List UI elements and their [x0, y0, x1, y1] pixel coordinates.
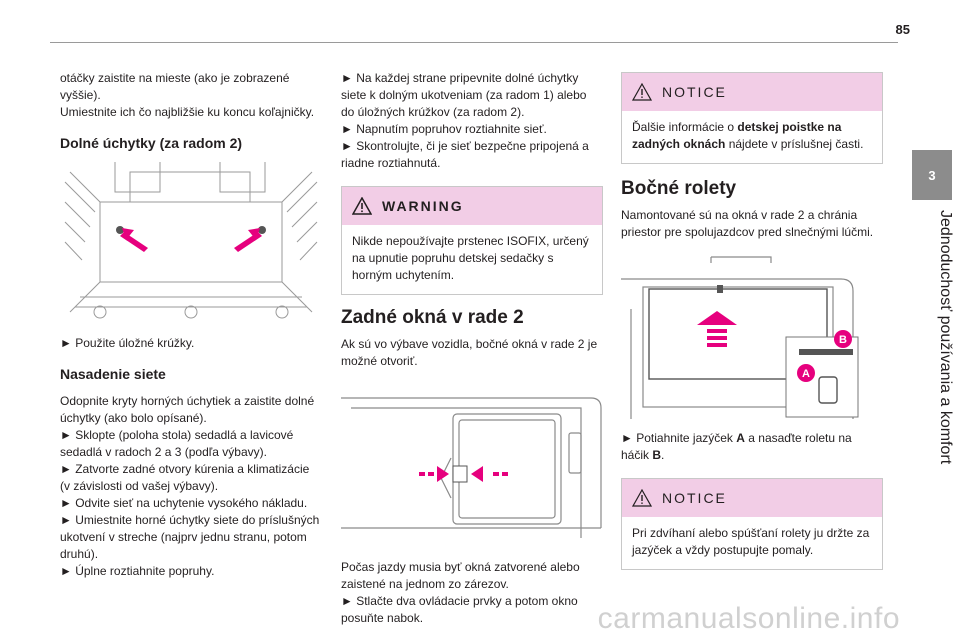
- notice-text: Pri zdvíhaní alebo spúšťaní rolety ju dr…: [632, 526, 870, 557]
- warning-title: WARNING: [382, 197, 464, 214]
- warning-box: WARNING Nikde nepoužívajte prstenec ISOF…: [341, 186, 603, 295]
- intro-text: Namontované sú na okná v rade 2 a chráni…: [621, 208, 874, 239]
- notice-text-part: nájdete v príslušnej časti.: [725, 137, 864, 151]
- warning-text: Nikde nepoužívajte prstenec ISOFIX, urče…: [352, 234, 589, 282]
- step-text: ► Zatvorte zadné otvory kúrenia a klimat…: [60, 462, 310, 493]
- notice-icon: [632, 489, 652, 507]
- section-heading: Bočné rolety: [621, 178, 737, 199]
- warning-icon: [352, 197, 372, 215]
- warning-header: WARNING: [342, 187, 602, 225]
- step-text: ► Napnutím popruhov roztiahnite sieť.: [341, 122, 547, 136]
- notice-bold-term: detskej poistke na zadných oknách: [632, 120, 842, 151]
- notice-box: NOTICE Ďalšie informácie o detskej poist…: [621, 72, 883, 164]
- body-text: Počas jazdy musia byť okná zatvorené ale…: [341, 560, 580, 591]
- watermark-text: carmanualsonline.info: [597, 602, 900, 635]
- intro-text: Umiestnite ich čo najbližšie ku koncu ko…: [60, 105, 315, 119]
- step-text: ► Sklopte (poloha stola) sedadlá a lavic…: [60, 428, 294, 459]
- step-label-b: B: [652, 448, 662, 462]
- intro-text: Ak sú vo výbave vozidla, bočné okná v ra…: [341, 337, 598, 368]
- page-number: 85: [895, 22, 910, 37]
- step-text-part: .: [661, 448, 665, 462]
- label-b: B: [839, 334, 847, 346]
- column-right: NOTICE Ďalšie informácie o detskej poist…: [621, 70, 883, 578]
- step-text: ► Úplne roztiahnite popruhy.: [60, 564, 215, 578]
- notice-title: NOTICE: [662, 489, 727, 506]
- notice-text-part: Ďalšie informácie o: [632, 120, 738, 134]
- rear-window-illustration: [341, 397, 602, 538]
- label-a: A: [802, 368, 810, 380]
- notice-title: NOTICE: [662, 83, 727, 100]
- step-text: ► Umiestnite horné úchytky siete do prís…: [60, 513, 320, 561]
- step-text: ► Stlačte dva ovládacie prvky a potom ok…: [341, 594, 578, 625]
- intro-text: otáčky zaistite na mieste (ako je zobraz…: [60, 71, 290, 102]
- step-text-part: a nasaďte roletu na háčik: [621, 431, 852, 462]
- step-text: Odopnite kryty horných úchytiek a zaisti…: [60, 394, 315, 425]
- step-text: ► Odvite sieť na uchytenie vysokého nákl…: [60, 496, 308, 510]
- column-middle: ► Na každej strane pripevnite dolné úchy…: [341, 70, 603, 627]
- figure-caption: ► Použite úložné krúžky.: [60, 336, 195, 350]
- column-left: otáčky zaistite na mieste (ako je zobraz…: [60, 70, 322, 580]
- notice-text: Ďalšie informácie o detskej poistke na z…: [622, 111, 882, 163]
- header-rule: [50, 42, 898, 43]
- notice-header: NOTICE: [622, 479, 882, 517]
- step-text: ► Potiahnite jazýček A a nasaďte roletu …: [621, 430, 883, 464]
- step-text-part: ► Potiahnite jazýček: [621, 431, 737, 445]
- section-heading: Dolné úchytky (za radom 2): [60, 135, 243, 151]
- step-text: ► Skontrolujte, či je sieť bezpečne prip…: [341, 139, 589, 170]
- step-label-a: A: [736, 431, 745, 445]
- notice-header: NOTICE: [622, 73, 882, 111]
- step-text: ► Na každej strane pripevnite dolné úchy…: [341, 71, 587, 119]
- side-blind-illustration: B A: [621, 256, 859, 419]
- chapter-tab[interactable]: 3: [912, 150, 952, 200]
- cargo-floor-illustration: [64, 162, 318, 319]
- notice-icon: [632, 83, 652, 101]
- section-heading: Nasadenie siete: [60, 366, 166, 382]
- notice-box: NOTICE Pri zdvíhaní alebo spúšťaní rolet…: [621, 478, 883, 570]
- section-heading: Zadné okná v rade 2: [341, 307, 524, 328]
- chapter-title: Jednoduchosť používania a komfort: [937, 210, 954, 465]
